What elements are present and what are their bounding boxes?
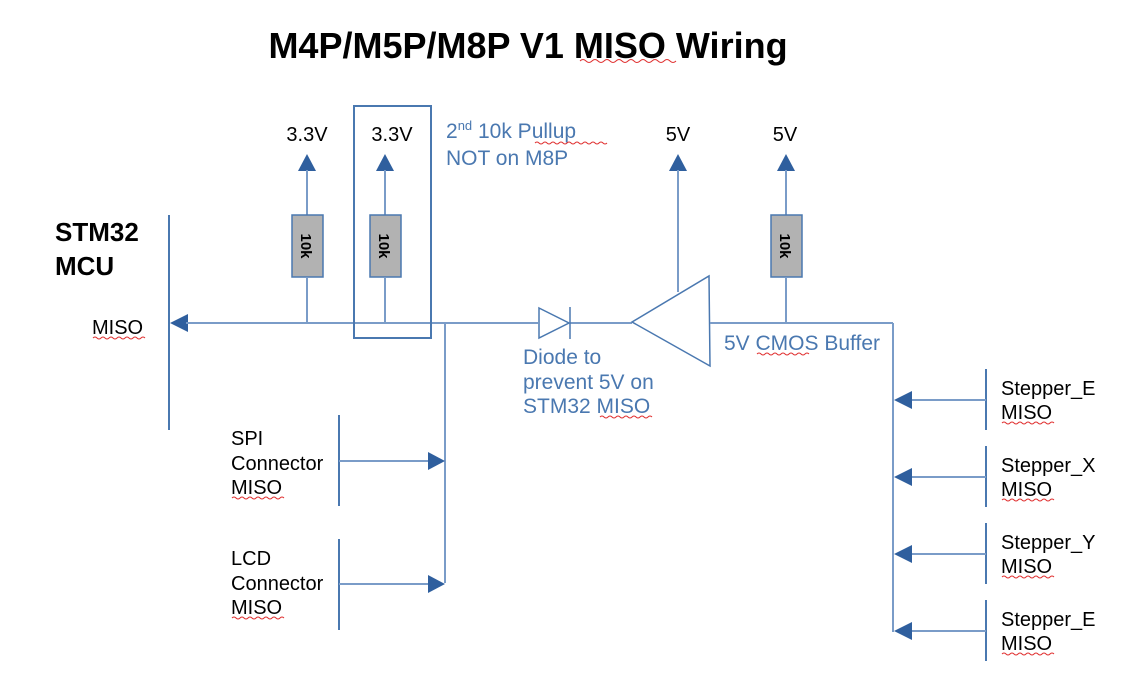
resistor-value: 10k [776, 233, 793, 259]
diagram-title: M4P/M5P/M8P V1 MISO Wiring [268, 25, 787, 66]
cmos-buffer: 5V 5V CMOS Buffer [630, 124, 880, 368]
stepper-label-line2: MISO [1001, 479, 1052, 501]
pullup-note: 2nd 10k Pullup NOT on M8P [446, 118, 608, 170]
mcu-label-line1: STM32 [55, 217, 139, 247]
spellcheck-underline [1001, 421, 1055, 425]
stepper-label-line1: Stepper_Y [1001, 532, 1096, 554]
pullup-resistor-2: 3.3V 10k [353, 105, 432, 339]
spellcheck-underline [599, 415, 653, 419]
resistor-body [369, 214, 402, 278]
rail-3v3-arrow-icon [298, 154, 316, 171]
diode-triangle [538, 306, 571, 340]
spellcheck-underline [579, 59, 677, 63]
spellcheck-underline [231, 496, 285, 500]
buffer-label: 5V CMOS Buffer [724, 332, 880, 355]
stepper-label-line1: Stepper_E [1001, 609, 1096, 631]
pullup-note-line2: NOT on M8P [446, 147, 568, 170]
spi-arrow-icon [428, 452, 445, 470]
mcu-label-line2: MCU [55, 251, 114, 281]
buffer-triangle [630, 274, 711, 368]
diode-note-line1: Diode to [523, 346, 601, 369]
stepper-e-1: Stepper_E MISO [894, 369, 1096, 430]
lcd-label-line3: MISO [231, 597, 282, 619]
rail-5v-pullup-label: 5V [773, 124, 798, 146]
pullup-note-line1: 2nd 10k Pullup [446, 118, 576, 143]
stepper-label-line2: MISO [1001, 402, 1052, 424]
spellcheck-underline [92, 336, 146, 340]
rail-5v-arrow-icon [669, 154, 687, 171]
spellcheck-underline [231, 616, 285, 620]
stepper-label-line1: Stepper_X [1001, 455, 1096, 477]
stepper-arrow-icon [894, 468, 912, 486]
stepper-label-line1: Stepper_E [1001, 378, 1096, 400]
stepper-label-line2: MISO [1001, 556, 1052, 578]
pullup-resistor-1: 3.3V 10k [286, 124, 328, 323]
rail-3v3-arrow-icon [376, 154, 394, 171]
spi-label-line3: MISO [231, 477, 282, 499]
diode: Diode to prevent 5V on STM32 MISO [523, 306, 654, 419]
stm32-mcu: STM32 MCU MISO [55, 215, 188, 430]
spellcheck-underline [756, 352, 810, 356]
resistor-value: 10k [297, 233, 314, 259]
stepper-label-line2: MISO [1001, 633, 1052, 655]
spellcheck-underline [1001, 498, 1055, 502]
pullup-resistor-3: 5V 10k [770, 124, 803, 323]
stepper-y: Stepper_Y MISO [894, 523, 1096, 584]
spi-label-line1: SPI [231, 428, 263, 450]
resistor-body [770, 214, 803, 278]
rail-5v-arrow-icon [777, 154, 795, 171]
lcd-arrow-icon [428, 575, 445, 593]
lcd-label-line1: LCD [231, 548, 271, 570]
lcd-connector: LCD Connector MISO [231, 539, 445, 630]
diode-note-line2: prevent 5V on [523, 371, 654, 394]
mcu-miso-pin-label: MISO [92, 317, 143, 339]
spi-connector: SPI Connector MISO [231, 415, 445, 506]
spellcheck-underline [1001, 575, 1055, 579]
stepper-e-2: Stepper_E MISO [894, 600, 1096, 661]
resistor-value: 10k [375, 233, 392, 259]
lcd-label-line2: Connector [231, 573, 324, 595]
rail-5v-buffer-label: 5V [666, 124, 691, 146]
mcu-miso-arrow-icon [170, 314, 188, 332]
stepper-x: Stepper_X MISO [894, 446, 1096, 507]
stepper-arrow-icon [894, 622, 912, 640]
spellcheck-underline [534, 141, 608, 145]
diode-note-line3: STM32 MISO [523, 395, 650, 418]
spi-label-line2: Connector [231, 453, 324, 475]
rail-3v3-label: 3.3V [371, 124, 413, 146]
stepper-arrow-icon [894, 545, 912, 563]
spellcheck-underline [1001, 652, 1055, 656]
rail-3v3-label: 3.3V [286, 124, 328, 146]
stepper-arrow-icon [894, 391, 912, 409]
optional-pullup-highlight-box [353, 105, 432, 339]
